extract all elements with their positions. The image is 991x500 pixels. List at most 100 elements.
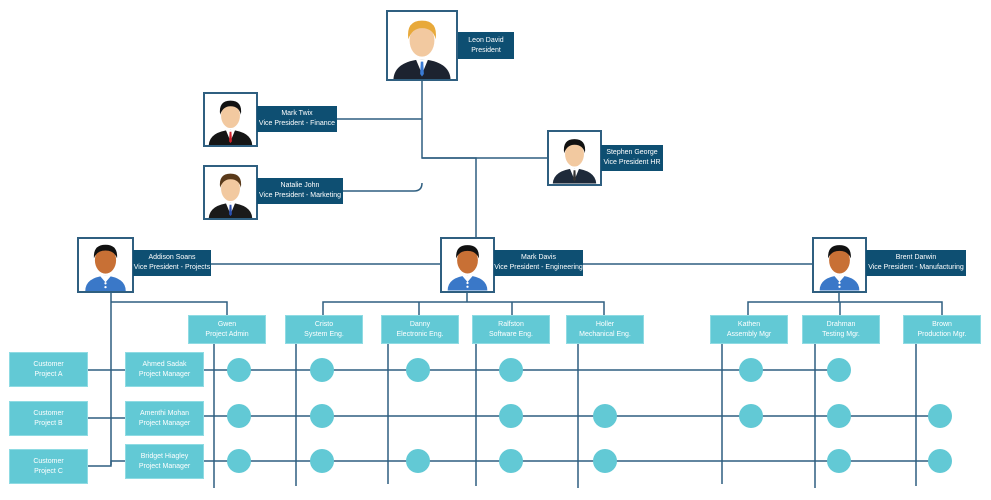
vp-4-photo: [440, 237, 495, 293]
text-line: Vice President - Manufacturing: [868, 264, 964, 271]
text-line: Bridget Hiagley: [140, 452, 189, 460]
text-line: Testing Mgr.: [822, 330, 860, 338]
text-line: Brent Darwin: [895, 254, 937, 261]
text-line: Drahman: [826, 320, 856, 328]
text-line: Vice President - Marketing: [259, 192, 341, 199]
vp-0-avatar-icon: [205, 94, 256, 145]
connector-customers: [87, 369, 125, 467]
vp-3-avatar-icon: [79, 239, 132, 291]
text-line: Cristo: [314, 320, 334, 328]
text-line: Brown: [932, 320, 952, 328]
text-line: Gwen: [217, 320, 237, 328]
vp-3-photo: [77, 237, 134, 293]
text-line: President: [471, 46, 501, 54]
assignment-node: [227, 404, 251, 428]
vp-1-photo: [203, 165, 258, 220]
text-line: Amenthi Mohan: [139, 409, 190, 417]
text-line: System Eng.: [304, 330, 344, 338]
assignment-node: [499, 358, 523, 382]
vp-1-avatar-icon: [205, 167, 256, 218]
assignment-node: [739, 358, 763, 382]
text-line: Customer: [33, 360, 64, 368]
assignment-node: [499, 404, 523, 428]
text-line: Vice President HR: [603, 159, 661, 166]
vp-2-avatar-icon: [549, 132, 600, 184]
assignment-node: [827, 358, 851, 382]
assignment-node: [310, 358, 334, 382]
text-line: Project B: [34, 419, 63, 427]
president-avatar-icon: [388, 12, 456, 79]
connector-gwen: [111, 301, 228, 315]
text-line: Production Mgr.: [917, 330, 967, 338]
assignment-node: [593, 449, 617, 473]
text-line: Ahmed Sadak: [142, 360, 187, 368]
assignment-node: [227, 358, 251, 382]
assignment-node: [310, 449, 334, 473]
text-line: Leon David: [468, 36, 504, 44]
text-line: Vice President - Engineering: [494, 264, 583, 271]
assignment-node: [827, 449, 851, 473]
text-line: Mark Davis: [520, 254, 556, 261]
connector-marketing: [342, 182, 423, 192]
assignment-node: [928, 404, 952, 428]
text-line: Stephen George: [606, 149, 658, 156]
president-photo: [386, 10, 458, 81]
vp-4-avatar-icon: [442, 239, 493, 291]
connector-manufacturing: [747, 292, 943, 315]
text-line: Kathen: [737, 320, 761, 328]
text-line: Project Admin: [205, 330, 249, 338]
text-line: Customer: [33, 409, 64, 417]
assignment-node: [928, 449, 952, 473]
text-line: Project A: [34, 370, 63, 378]
vp-2-photo: [547, 130, 602, 186]
text-line: Project Manager: [138, 370, 191, 378]
text-line: Electronic Eng.: [396, 330, 444, 338]
text-line: Customer: [33, 457, 64, 465]
text-line: Project Manager: [138, 462, 191, 470]
assignment-node: [406, 358, 430, 382]
text-line: Holler: [595, 320, 615, 328]
text-line: Danny: [409, 320, 431, 328]
connector-engineering: [322, 292, 605, 315]
text-line: Vice President - Projects: [133, 264, 211, 271]
text-line: Natalie John: [280, 182, 320, 189]
assignment-node: [827, 404, 851, 428]
text-line: Mechanical Eng.: [579, 330, 631, 338]
text-line: Software Eng.: [489, 330, 533, 338]
assignment-node: [406, 449, 430, 473]
assignment-node: [593, 404, 617, 428]
assignment-node: [227, 449, 251, 473]
text-line: Project C: [34, 467, 63, 475]
text-line: Assembly Mgr: [726, 330, 772, 338]
text-line: Mark Twix: [281, 110, 313, 117]
text-line: Vice President - Finance: [258, 120, 336, 127]
assignment-node: [739, 404, 763, 428]
vp-5-avatar-icon: [814, 239, 865, 291]
vp-0-photo: [203, 92, 258, 147]
vp-5-photo: [812, 237, 867, 293]
text-line: Project Manager: [138, 419, 191, 427]
assignment-node: [310, 404, 334, 428]
